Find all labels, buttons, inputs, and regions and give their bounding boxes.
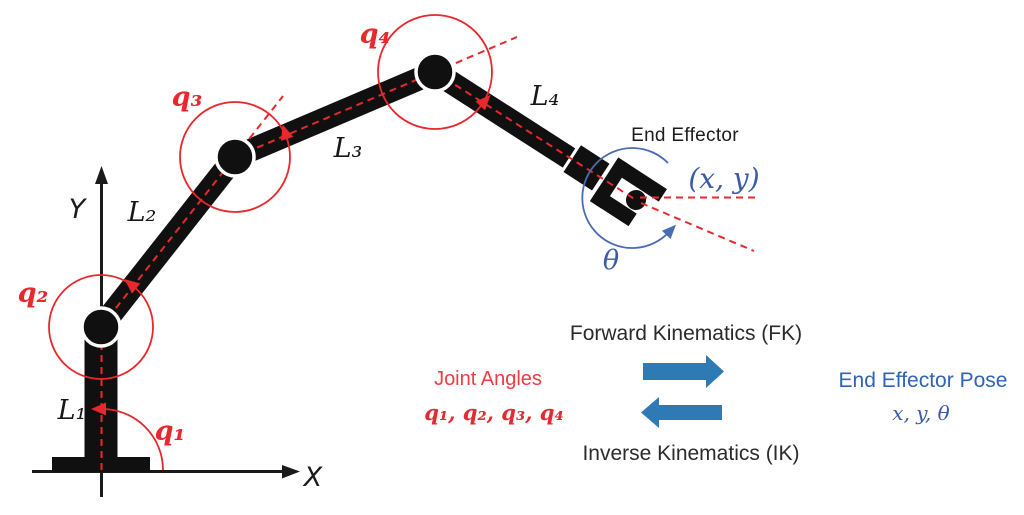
inverse-kinematics-label: Inverse Kinematics (IK): [582, 442, 799, 465]
q4-angle-circle: [377, 14, 493, 130]
joint-3-circle: [214, 136, 256, 178]
end-effector-label: End Effector: [631, 125, 739, 146]
gripper-bottom-jaw: [589, 188, 637, 227]
q1-arc-arrow-icon: [91, 402, 106, 416]
theta-angle-arc: [581, 147, 670, 249]
theta-arc-arrow-icon: [661, 224, 676, 240]
kinematics-mapping: Joint Angles q₁, q₂, q₃, q₄ Forward Kine…: [424, 322, 1007, 465]
theta-arc-group: [581, 147, 676, 249]
end-effector-orientation-label: θ: [603, 245, 619, 276]
joints: [80, 51, 456, 348]
link-l2-label: L₂: [127, 197, 157, 228]
link-l3-label: L₃: [333, 133, 363, 164]
q3-arc-arrow-icon: [281, 124, 294, 141]
q2-arc-arrow-icon: [124, 279, 141, 294]
gripper-wrist: [563, 145, 610, 191]
end-effector-gripper: [563, 145, 667, 227]
inverse-arrow-icon: [641, 397, 722, 428]
tool-center-point: [626, 190, 646, 210]
end-effector-position-label: (x, y): [688, 162, 759, 195]
y-axis-arrow-icon: [95, 166, 108, 184]
joint-angle-arrowheads: [91, 94, 491, 416]
gripper-top-jaw: [610, 157, 667, 202]
joint-4-circle: [414, 51, 456, 93]
joint-angle-q3-label: q₃: [172, 82, 203, 113]
joint-angles-title: Joint Angles: [434, 368, 542, 390]
q4-arc-arrow-icon: [475, 94, 491, 111]
forward-arrow-icon: [643, 355, 724, 388]
y-axis-label: Y: [69, 194, 88, 225]
joint-angle-q1-label: q₁: [155, 416, 186, 447]
end-effector-pose-title: End Effector Pose: [839, 369, 1008, 392]
joint-2-circle: [80, 306, 122, 348]
link-l4-label: L₄: [530, 81, 560, 112]
robot-arm: [52, 61, 667, 472]
joint-angle-q2-label: q₂: [18, 278, 49, 309]
forward-kinematics-label: Forward Kinematics (FK): [570, 322, 802, 345]
q2-angle-circle: [48, 274, 154, 380]
joint-angle-arcs: [48, 14, 493, 471]
q3-angle-circle: [179, 101, 291, 213]
centerline-l4: [434, 71, 637, 201]
x-axis-arrow-icon: [282, 465, 300, 479]
link-l1-label: L₁: [57, 395, 87, 426]
ee-axis-extension-line: [640, 202, 755, 252]
end-effector-pose-symbols: x, y, θ: [892, 401, 949, 425]
x-axis-label: X: [302, 462, 323, 493]
joint-angle-q4-label: q₄: [360, 19, 391, 50]
q1-angle-arc: [101, 408, 164, 471]
joint-angles-symbols: q₁, q₂, q₃, q₄: [424, 400, 563, 425]
